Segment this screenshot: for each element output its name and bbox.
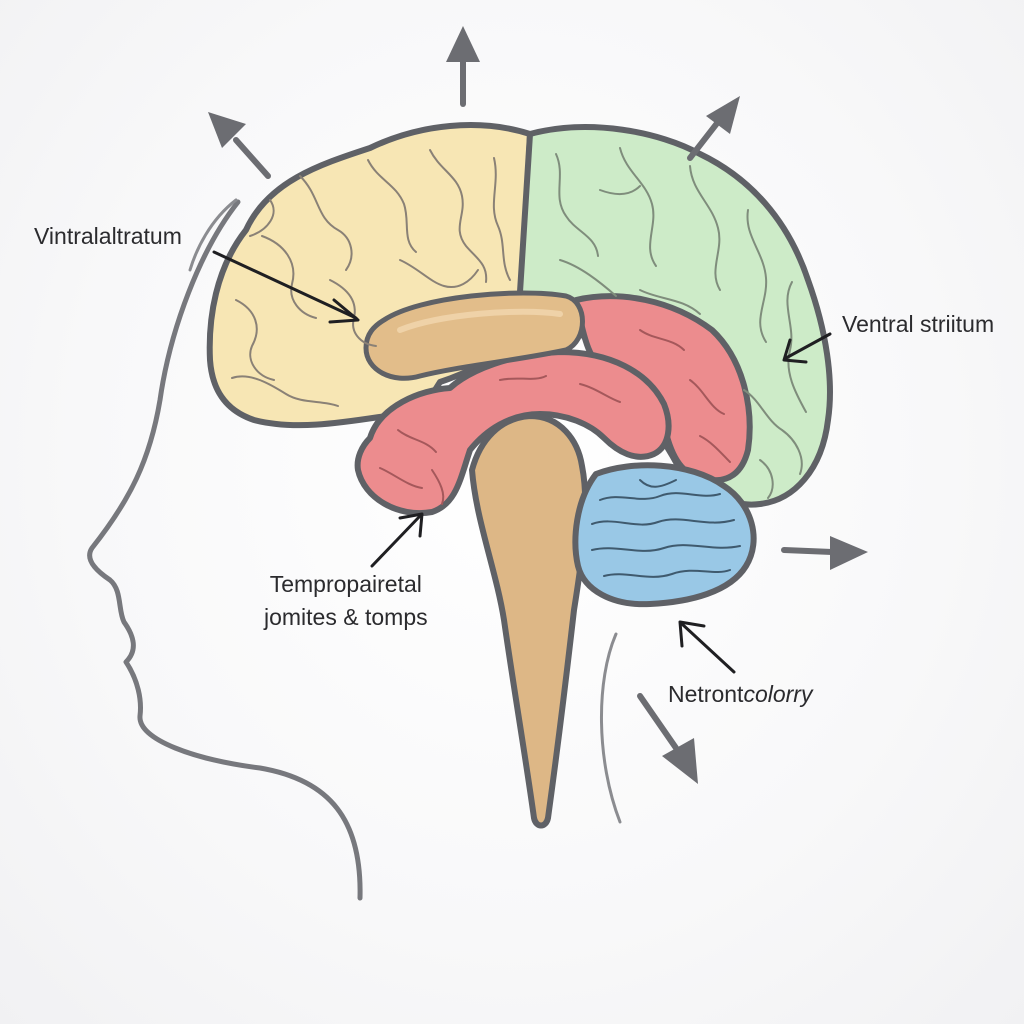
label-tempropairetal: Tempropairetal jomites & tomps	[264, 568, 428, 634]
brainstem	[472, 416, 585, 826]
label-ventral-striitum: Ventral striitum	[842, 308, 994, 341]
label-tempropairetal-line1: Tempropairetal	[264, 568, 428, 601]
label-netro-part-a: Netront	[668, 681, 743, 707]
pointer-arrow-netro-icon	[680, 622, 734, 672]
flow-curve-lower	[601, 634, 620, 822]
cerebellum	[575, 465, 753, 604]
arrow-right-icon	[784, 536, 868, 570]
label-vintralaltratum: Vintralaltratum	[34, 220, 182, 253]
label-netrontcolorry: Netrontcolorry	[668, 678, 812, 711]
arrow-up-left-icon	[208, 112, 268, 176]
pointer-arrow-temporal-icon	[372, 514, 422, 566]
arrow-up-icon	[446, 26, 480, 104]
label-tempropairetal-line2: jomites & tomps	[264, 601, 428, 634]
label-netro-part-b: colorry	[743, 681, 812, 707]
arrow-up-right-icon	[690, 96, 740, 158]
